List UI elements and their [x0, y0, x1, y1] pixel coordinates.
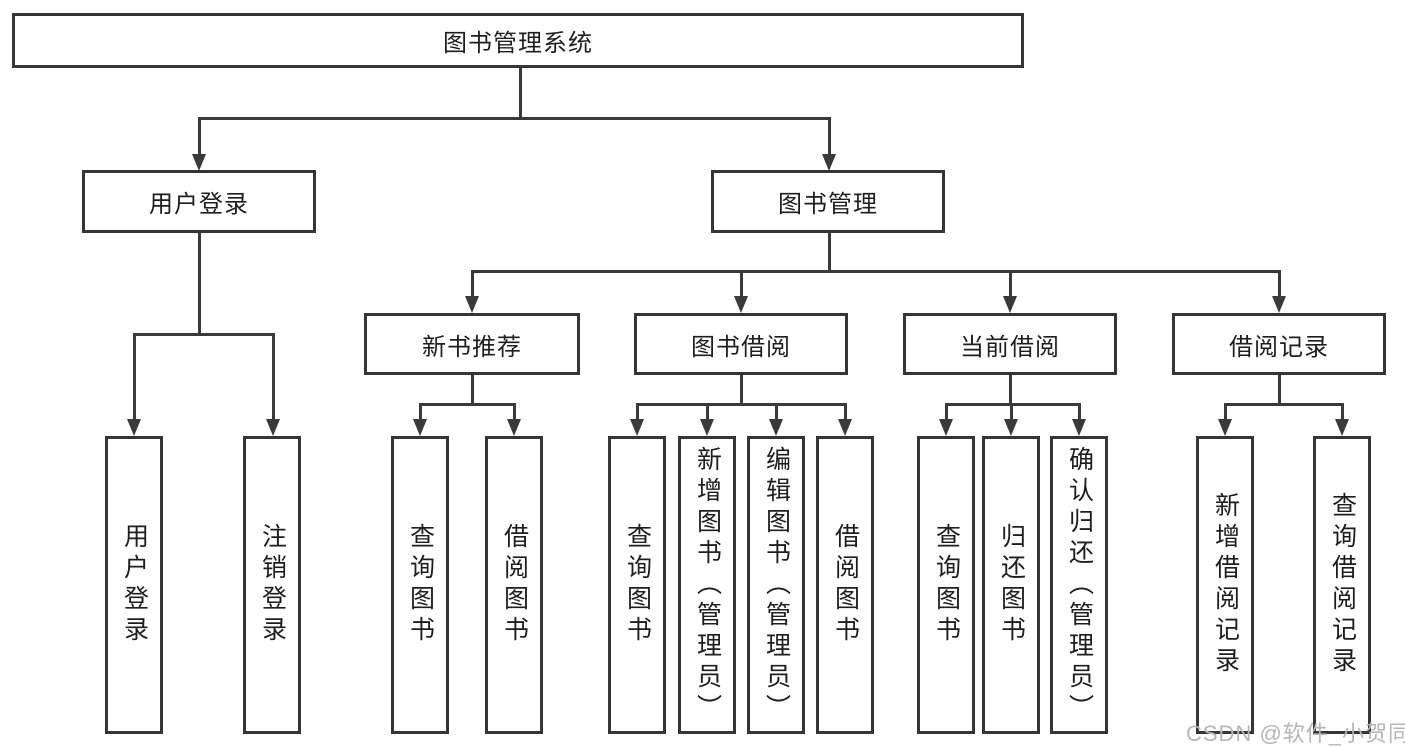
leaf-label: 用户登录 — [120, 523, 149, 647]
leaf-label: 查询图书 — [623, 523, 652, 647]
branch-node-user-login: 用户登录 — [82, 170, 316, 233]
connector-to-leaf — [1010, 403, 1013, 421]
leaf-node-return-books: 归还图书 — [982, 436, 1040, 734]
connector-to-new-books — [471, 270, 474, 298]
leaf-label: 查询图书 — [932, 523, 961, 647]
connector-to-leaf — [513, 403, 516, 421]
leaf-node-borrow-books-2: 借阅图书 — [816, 436, 874, 734]
arrowhead-down-icon — [507, 419, 521, 436]
leaf-node-query-books-1: 查询图书 — [391, 436, 449, 734]
connector-to-leaf — [419, 403, 422, 421]
connector-to-leaf — [272, 333, 275, 421]
arrowhead-down-icon — [1335, 419, 1349, 436]
leaf-node-query-books-3: 查询图书 — [917, 436, 975, 734]
csdn-watermark: CSDN @软件_小贺同学 — [1186, 721, 1405, 746]
connector-user-login-branch — [133, 333, 274, 336]
connector-to-user-login — [198, 117, 201, 155]
leaf-node-user-login: 用户登录 — [105, 436, 163, 734]
arrowhead-down-icon — [266, 419, 280, 436]
leaf-label: 归还图书 — [997, 523, 1026, 647]
connector-to-leaf — [1224, 403, 1227, 421]
arrowhead-down-icon — [838, 419, 852, 436]
connector-user-login-stem — [198, 233, 201, 336]
connector-book-borrow-branch — [636, 403, 847, 406]
connector-root-stem — [519, 68, 522, 119]
leaf-node-query-borrow-record: 查询借阅记录 — [1313, 436, 1371, 734]
arrowhead-down-icon — [413, 419, 427, 436]
connector-to-leaf — [706, 403, 709, 421]
connector-to-leaf — [1078, 403, 1081, 421]
leaf-node-add-books-admin: 新增图书（管理员） — [678, 436, 736, 734]
arrowhead-down-icon — [1003, 296, 1017, 313]
connector-to-leaf — [844, 403, 847, 421]
leaf-node-query-books-2: 查询图书 — [608, 436, 666, 734]
connector-to-book-mgmt — [828, 117, 831, 155]
arrowhead-down-icon — [192, 154, 206, 171]
arrowhead-down-icon — [465, 296, 479, 313]
leaf-label: 借阅图书 — [500, 523, 529, 647]
arrowhead-down-icon — [1218, 419, 1232, 436]
branch-node-book-borrow: 图书借阅 — [634, 313, 848, 375]
branch-node-new-books: 新书推荐 — [364, 313, 580, 375]
connector-to-leaf — [945, 403, 948, 421]
arrowhead-down-icon — [1072, 419, 1086, 436]
leaf-label: 借阅图书 — [831, 523, 860, 647]
leaf-label: 新增图书（管理员） — [693, 445, 722, 725]
leaf-label: 注销登录 — [258, 523, 287, 647]
connector-to-leaf — [775, 403, 778, 421]
connector-to-leaf — [133, 333, 136, 421]
arrowhead-down-icon — [939, 419, 953, 436]
arrowhead-down-icon — [734, 296, 748, 313]
arrowhead-down-icon — [769, 419, 783, 436]
branch-node-current-borrow: 当前借阅 — [903, 313, 1117, 375]
branch-node-borrow-records: 借阅记录 — [1172, 313, 1386, 375]
connector-to-current-borrow — [1009, 270, 1012, 298]
leaf-label: 查询图书 — [406, 523, 435, 647]
leaf-label: 编辑图书（管理员） — [762, 445, 791, 725]
connector-book-borrow-stem — [740, 375, 743, 406]
connector-to-leaf — [636, 403, 639, 421]
root-node-system-title: 图书管理系统 — [12, 13, 1024, 68]
arrowhead-down-icon — [630, 419, 644, 436]
connector-root-branch — [198, 117, 831, 120]
connector-book-mgmt-branch — [471, 270, 1281, 273]
connector-to-book-borrow — [740, 270, 743, 298]
leaf-node-logout: 注销登录 — [243, 436, 301, 734]
arrowhead-down-icon — [127, 419, 141, 436]
connector-new-books-branch — [419, 403, 516, 406]
connector-to-borrow-records — [1278, 270, 1281, 298]
connector-current-borrow-branch — [945, 403, 1081, 406]
leaf-label: 查询借阅记录 — [1328, 492, 1357, 678]
arrowhead-down-icon — [1272, 296, 1286, 313]
arrowhead-down-icon — [822, 154, 836, 171]
connector-to-leaf — [1341, 403, 1344, 421]
arrowhead-down-icon — [1004, 419, 1018, 436]
branch-node-book-mgmt: 图书管理 — [711, 170, 945, 233]
leaf-node-edit-books-admin: 编辑图书（管理员） — [747, 436, 805, 734]
leaf-label: 新增借阅记录 — [1211, 492, 1240, 678]
leaf-node-confirm-return-admin: 确认归还（管理员） — [1050, 436, 1108, 734]
leaf-node-add-borrow-record: 新增借阅记录 — [1196, 436, 1254, 734]
connector-borrow-records-branch — [1224, 403, 1344, 406]
connector-borrow-records-stem — [1278, 375, 1281, 406]
leaf-label: 确认归还（管理员） — [1065, 445, 1094, 725]
connector-current-borrow-stem — [1009, 375, 1012, 406]
connector-new-books-stem — [471, 375, 474, 406]
leaf-node-borrow-books-1: 借阅图书 — [485, 436, 543, 734]
arrowhead-down-icon — [700, 419, 714, 436]
connector-book-mgmt-stem — [828, 232, 831, 273]
